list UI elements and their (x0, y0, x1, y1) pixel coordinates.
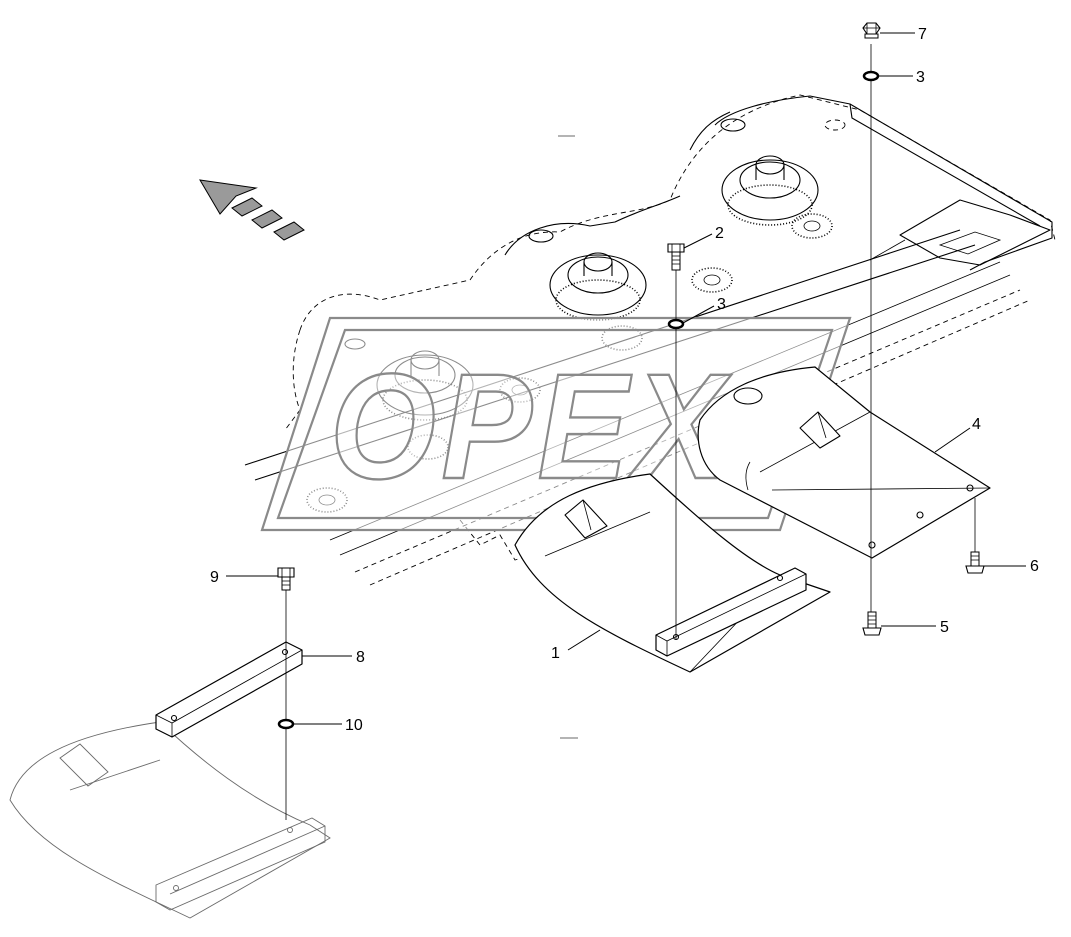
bolt-2-icon (667, 243, 685, 271)
callout-7: 7 (918, 26, 927, 43)
bolt-6-icon (965, 551, 985, 574)
assembly-axes (285, 44, 976, 820)
part-skid-plate-lower (9, 721, 331, 919)
watermark: OPEX (260, 316, 852, 532)
direction-arrow-icon (199, 179, 305, 241)
callout-labels: 1 2 3 3 4 5 6 7 8 9 10 (210, 26, 1039, 734)
nut-7-icon (862, 22, 881, 39)
leader-lines (226, 32, 1026, 725)
callout-9: 9 (210, 569, 219, 586)
callout-4: 4 (972, 416, 981, 433)
callout-3-top: 3 (916, 69, 925, 86)
callout-3-middle: 3 (717, 296, 726, 313)
watermark-text: OPEX (330, 342, 732, 510)
washer-3-top-icon (862, 70, 880, 82)
callout-5: 5 (940, 619, 949, 636)
bolt-9-icon (277, 567, 295, 591)
callout-10: 10 (345, 717, 363, 734)
washer-10-icon (277, 718, 295, 730)
disc-hub-right (721, 155, 833, 239)
part-skid-plate-center (514, 473, 831, 673)
part-skid-plate-right (697, 366, 991, 559)
callout-1: 1 (551, 645, 560, 662)
washer-3-mid-icon (667, 318, 685, 330)
callout-2: 2 (715, 225, 724, 242)
bolt-5-icon (862, 611, 882, 636)
callout-6: 6 (1030, 558, 1039, 575)
callout-8: 8 (356, 649, 365, 666)
